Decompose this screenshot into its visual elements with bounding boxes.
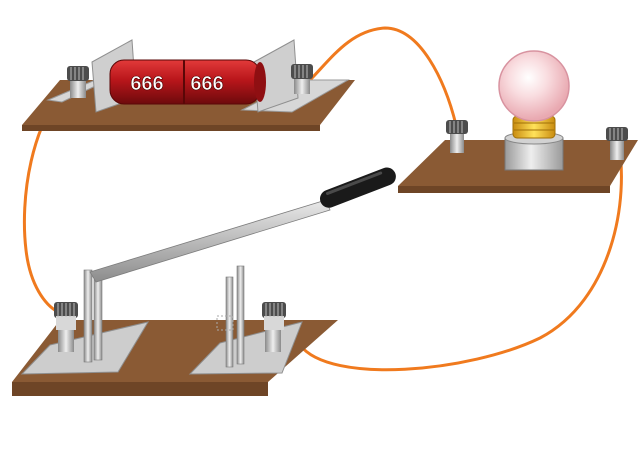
lamp-board-edge (398, 186, 610, 193)
switch-handle (319, 167, 396, 208)
wire-lamp-to-switch (274, 138, 623, 372)
switch-terminal-left (54, 302, 78, 352)
switch-hinge-post (83, 269, 93, 363)
battery-cell-end (254, 62, 266, 102)
cell-holder: 666 666 (22, 39, 355, 131)
cell-label-left: 666 (130, 73, 163, 95)
switch-contact-post-2 (236, 265, 245, 365)
switch-hinge-post-2 (93, 273, 103, 361)
lamp-terminal-right (606, 127, 628, 160)
cell-board-edge (22, 125, 320, 131)
lamp-terminal-left (446, 120, 468, 153)
switch-terminal-right (262, 302, 286, 352)
light-bulb (498, 50, 570, 122)
switch-contact-marker (216, 315, 234, 331)
wire-cell-to-lamp (308, 26, 458, 127)
switch-board-edge (12, 382, 268, 396)
lamp-holder (398, 50, 638, 193)
cell-terminal-right (291, 64, 313, 94)
switch-blade (89, 199, 331, 283)
knife-switch (12, 167, 396, 396)
cell-label-right: 666 (190, 73, 223, 95)
cell-terminal-left (67, 66, 89, 98)
switch-contact-post (225, 276, 234, 368)
